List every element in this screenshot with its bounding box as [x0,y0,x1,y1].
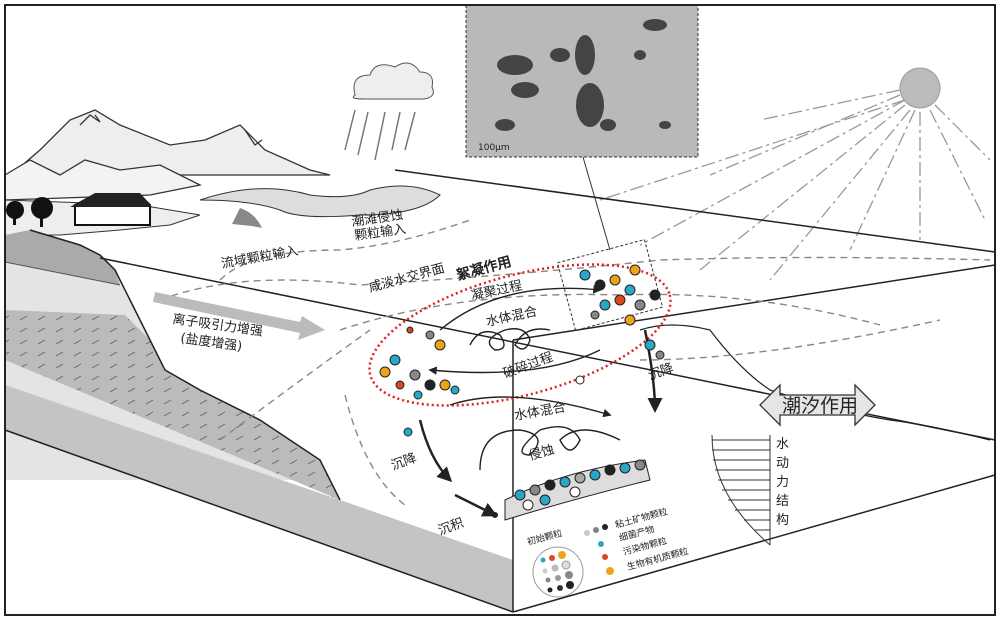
zoom-box [556,238,664,332]
micrograph-inset: 100μm [465,4,699,251]
tide-arrow-icon [759,383,876,427]
svg-text:结: 结 [776,494,789,509]
figure-frame [4,4,996,616]
farmhouse-icon [70,193,152,226]
trees-icon [6,197,53,227]
flocculation-zone [368,263,672,407]
label-tidal-flat-1: 潮滩侵蚀 [350,207,404,230]
dashed-boundaries [159,219,991,506]
input-arrow-icon [232,208,262,228]
scale-bar-label: 100μm [478,143,510,153]
velocity-profile [711,434,771,546]
svg-text:力: 力 [776,475,789,490]
sediment-layer [504,459,651,521]
label-tidal-flat-2: 颗粒输入 [353,221,407,244]
mountains [4,109,331,201]
tidal-flat [199,185,441,218]
seabed-cross-section [4,229,514,613]
flow-arrows [418,285,663,517]
svg-text:水: 水 [776,437,789,452]
rain-cloud-icon [344,62,434,161]
label-tide: 潮汐作用 [782,395,858,417]
label-erosion: 侵蚀 [527,442,556,464]
floc-particles [379,264,665,518]
label-hydrodynamic-structure: 水 动 力 结 构 [776,437,789,528]
salinity-arrow-icon [153,292,325,340]
svg-text:构: 构 [776,513,789,528]
sun-icon [599,67,991,281]
svg-text:动: 动 [776,456,789,471]
